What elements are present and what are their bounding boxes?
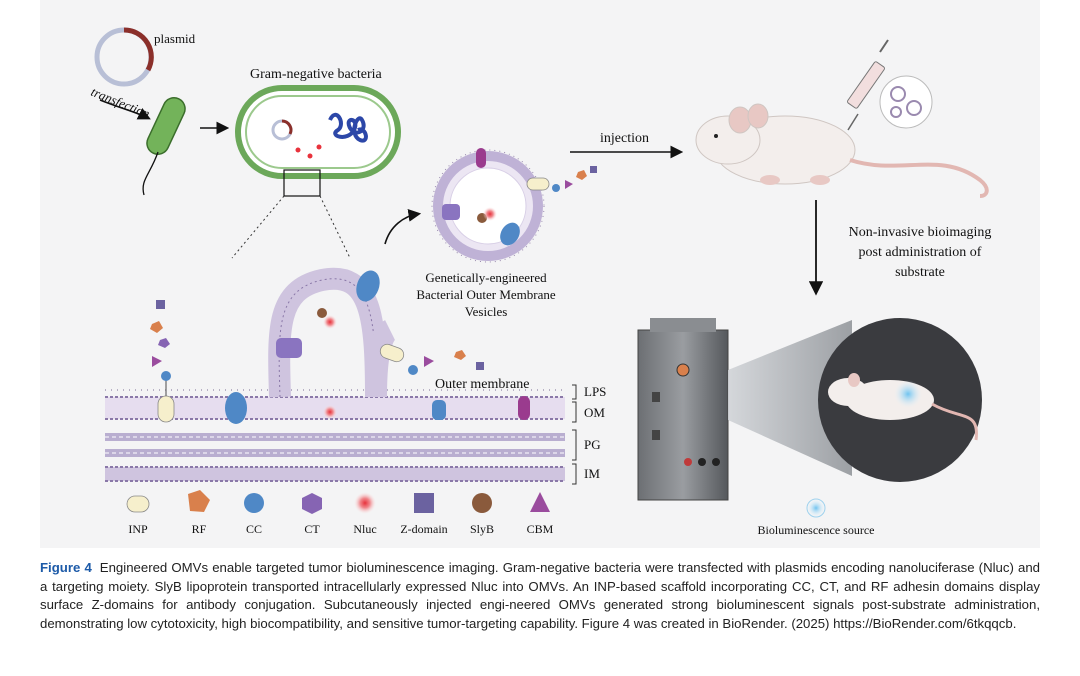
outer-membrane-vesicle-icon: [431, 148, 550, 263]
bioluminescence-source-label: Bioluminescence source: [758, 523, 875, 537]
figure-illustration: plasmid transfection Gram-negative bacte…: [89, 27, 992, 537]
imaging-label-line1: Non-invasive bioimaging: [849, 225, 992, 240]
layer-label-im: IM: [584, 466, 600, 481]
slyb-circle-icon: [472, 493, 492, 513]
vesicle-label-line2: Bacterial Outer Membrane: [416, 287, 556, 302]
cbm-triangle-icon: [530, 492, 550, 512]
plasmid-label: plasmid: [154, 31, 196, 46]
layer-label-pg: PG: [584, 437, 601, 452]
figure-number: Figure 4: [40, 560, 92, 575]
vesicle-label-line3: Vesicles: [465, 304, 508, 319]
released-domains-icon: [552, 166, 597, 192]
rf-pentagon-icon: [188, 490, 210, 512]
layer-label-om: OM: [584, 405, 605, 420]
inp-capsule-icon: [126, 495, 150, 513]
layer-label-lps: LPS: [584, 384, 606, 399]
nluc-glow-icon: [354, 492, 376, 514]
gram-negative-cell-icon: [235, 85, 401, 197]
gram-negative-label: Gram-negative bacteria: [250, 67, 383, 82]
vesicle-label-line1: Genetically-engineered: [425, 270, 547, 285]
legend-label-slyb: SlyB: [470, 522, 494, 536]
legend-label-nluc: Nluc: [353, 522, 376, 536]
figure-panel: plasmid transfection Gram-negative bacte…: [40, 0, 1040, 548]
caption-text: Engineered OMVs enable targeted tumor bi…: [40, 560, 1041, 631]
legend: INP RF CC CT Nluc Z-domain SlyB CBM: [126, 490, 554, 536]
injection-label: injection: [600, 131, 649, 146]
rod-bacterium-icon: [142, 97, 186, 196]
legend-label-rf: RF: [192, 522, 207, 536]
syringe-icon: [847, 39, 889, 131]
ct-hexagon-icon: [302, 493, 322, 514]
imaged-mouse-panel: [818, 318, 982, 482]
cc-circle-icon: [244, 493, 264, 513]
legend-label-cbm: CBM: [527, 522, 554, 536]
imaging-system-icon: [637, 318, 852, 501]
imaging-label-line3: substrate: [895, 265, 945, 280]
membrane-diagram: [105, 267, 565, 482]
legend-label-ct: CT: [304, 522, 320, 536]
layer-brackets: [572, 384, 577, 485]
outer-membrane-label: Outer membrane: [435, 377, 529, 392]
plasmid-icon: [94, 27, 154, 87]
legend-label-z-domain: Z-domain: [400, 522, 447, 536]
mouse-icon: [695, 103, 989, 198]
legend-label-inp: INP: [128, 522, 148, 536]
injected-vesicles-icon: [879, 75, 933, 129]
imaging-label-line2: post administration of: [859, 245, 982, 260]
z-domain-square-icon: [414, 493, 434, 513]
bioluminescence-source-icon: [806, 498, 826, 518]
legend-label-cc: CC: [246, 522, 262, 536]
